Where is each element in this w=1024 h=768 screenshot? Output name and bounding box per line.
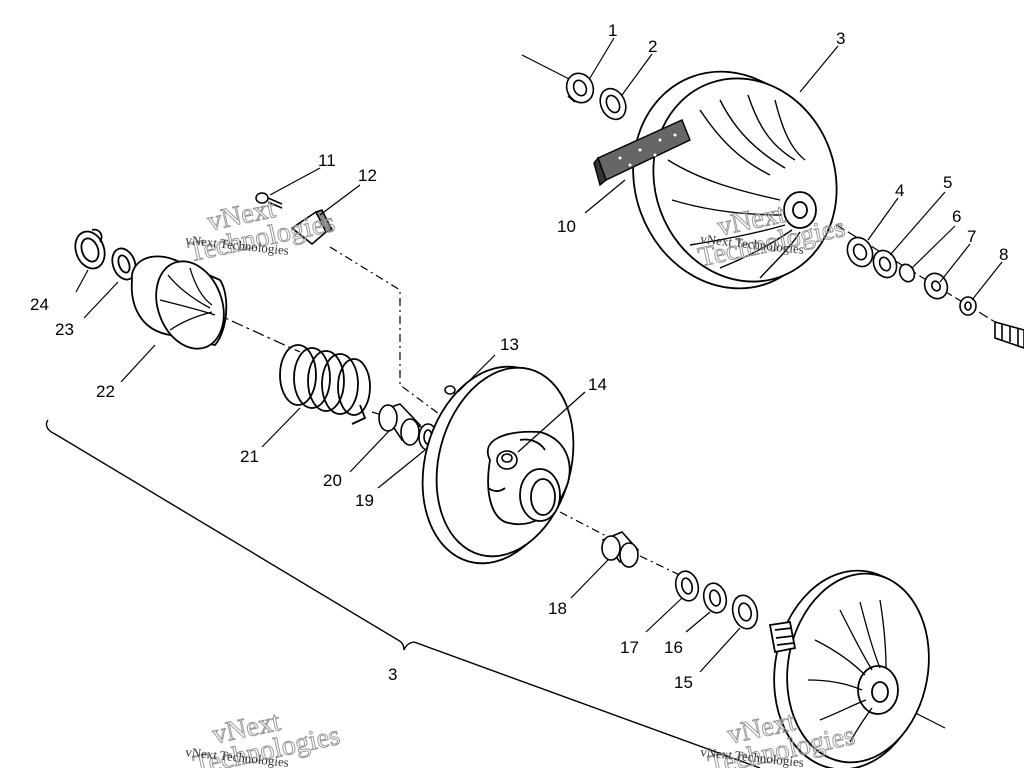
part-15-washer [731,594,759,630]
callout-14: 14 [588,375,607,394]
callout-23: 23 [55,320,74,339]
callout-15: 15 [674,673,693,692]
callout-21: 21 [240,447,259,466]
part-20-bushing [378,403,422,446]
callout-22: 22 [96,382,115,401]
callout-16: 16 [664,638,683,657]
callout-5: 5 [943,173,952,192]
part-7-washer [923,272,949,300]
callout-17: 17 [620,638,639,657]
part-4-washer [846,236,874,268]
part-21-spring [279,344,371,425]
callout-1: 1 [608,21,617,40]
callout-labels: 1 2 3 4 5 6 7 8 10 11 12 13 14 15 16 17 … [30,21,1008,692]
callout-19: 19 [355,491,374,510]
callout-assembly-3: 3 [388,665,397,684]
part-24-snap-ring [74,228,106,270]
part-8-nut [959,296,977,316]
part-5-washer [872,249,898,279]
callout-12: 12 [358,166,377,185]
callout-3: 3 [836,29,845,48]
part-17-washer [674,570,700,602]
part-23-washer [111,247,137,281]
part-3-clutch-sheave [632,70,838,290]
part-18-bushing [601,531,640,568]
leader-lines [75,37,1003,673]
callout-2: 2 [648,37,657,56]
fixed-sheave [768,569,930,768]
callout-10: 10 [557,217,576,236]
callout-11: 11 [318,151,336,170]
part-2-washer [599,87,627,121]
callout-6: 6 [952,207,961,226]
callout-7: 7 [967,227,976,246]
shaft-bolt [994,320,1024,349]
part-11-screw [255,192,283,209]
callout-18: 18 [548,599,567,618]
movable-sheave [421,365,575,565]
assembly-bracket [45,419,761,768]
callout-8: 8 [999,245,1008,264]
part-10-friction-block [593,119,691,187]
part-16-washer [702,582,728,614]
callout-4: 4 [895,181,904,200]
part-12-button [290,209,334,245]
part-22-cam [130,255,228,350]
part-14-roller [496,450,518,470]
callout-20: 20 [323,471,342,490]
callout-24: 24 [30,295,49,314]
callout-13: 13 [500,335,519,354]
part-1-bushing [565,72,595,104]
part-6-clip [898,263,916,283]
